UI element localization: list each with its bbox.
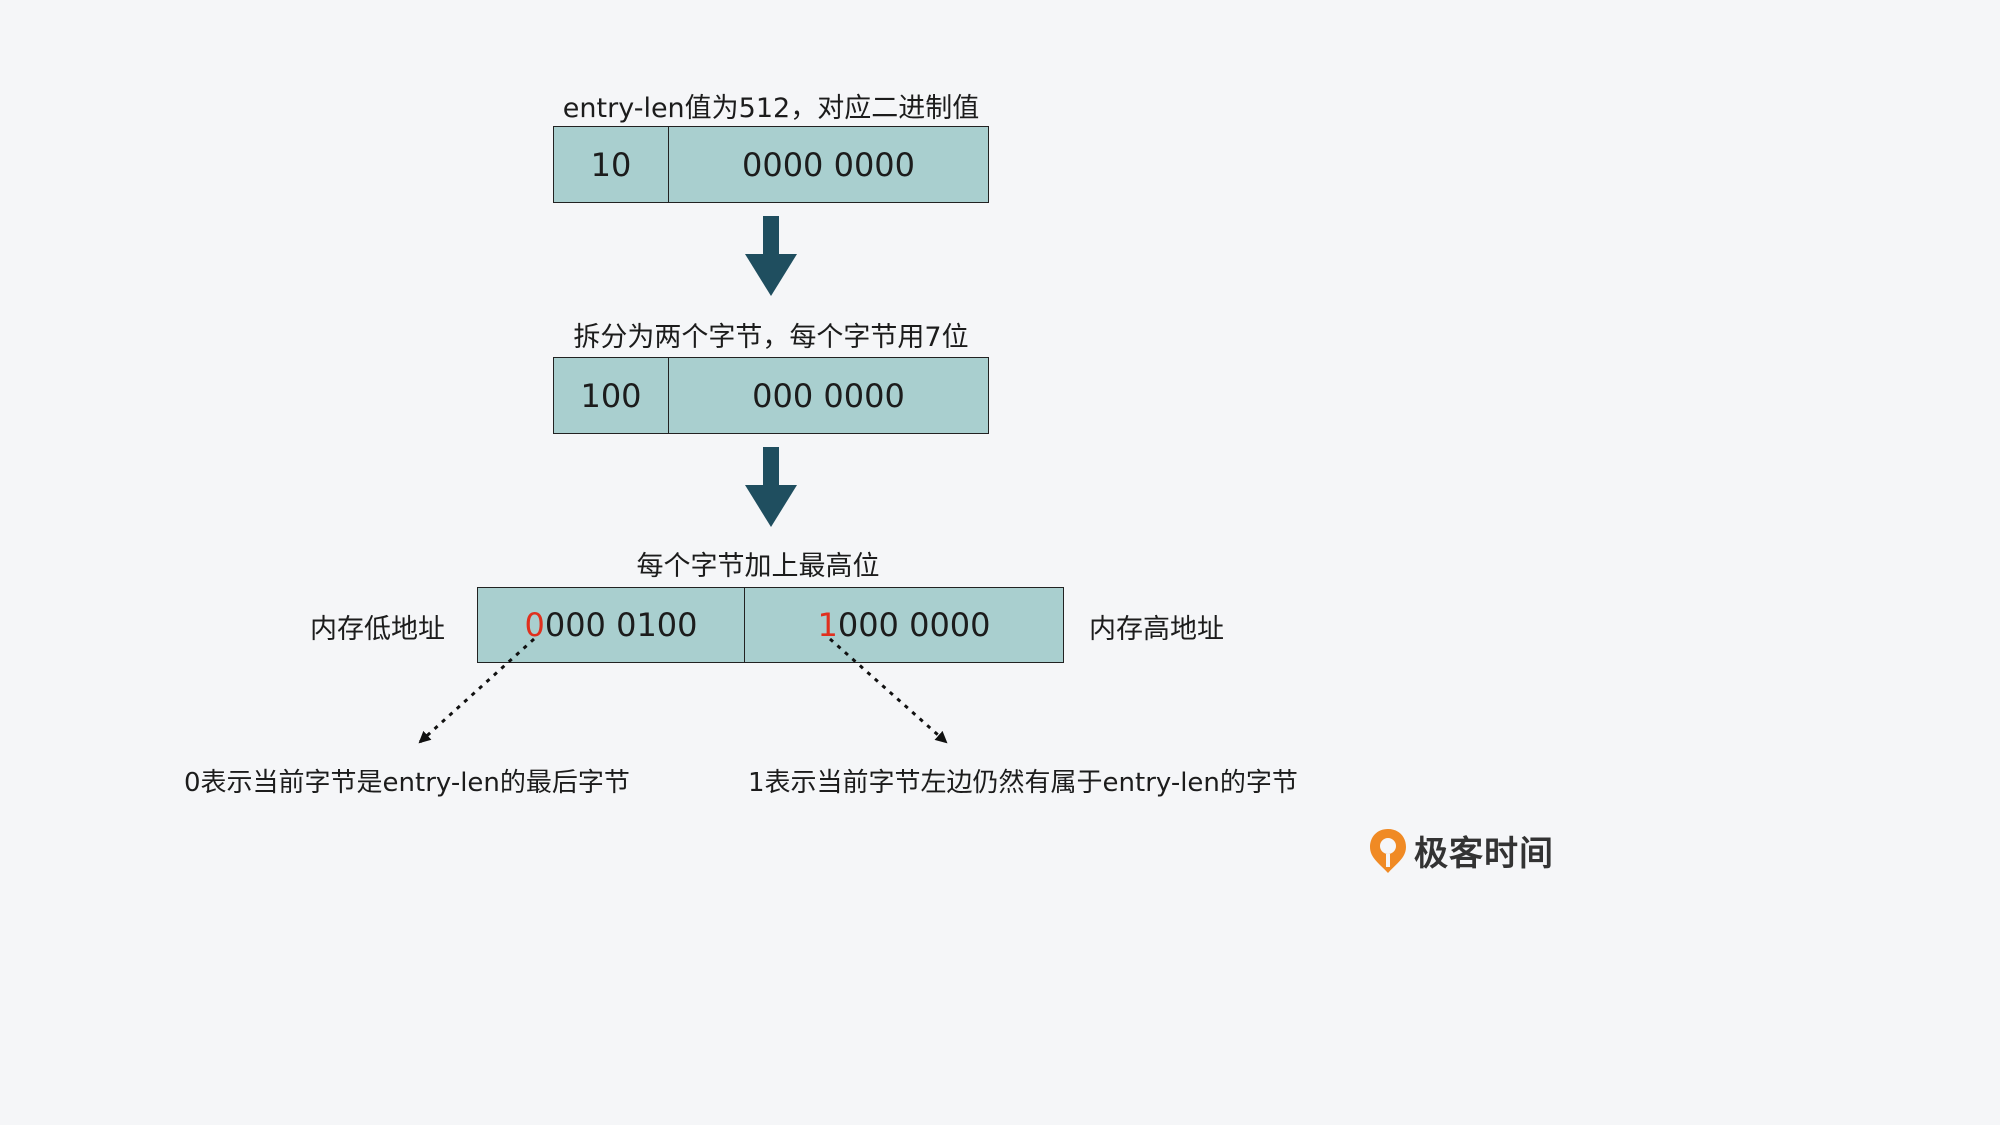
down-arrow-icon <box>745 216 797 296</box>
byte2-msb: 1 <box>817 606 838 644</box>
down-arrow-icon <box>745 447 797 527</box>
byte1-rest: 000 0100 <box>544 606 698 644</box>
right-note: 1表示当前字节左边仍然有属于entry-len的字节 <box>748 768 1298 798</box>
geektime-logo-text: 极客时间 <box>1414 834 1554 874</box>
step1-caption: entry-len值为512，对应二进制值 <box>562 93 980 124</box>
geektime-logo-icon <box>1368 827 1408 875</box>
step1-low-bits: 0000 0000 <box>668 127 988 202</box>
geektime-logo: 极客时间 <box>1368 826 1554 875</box>
step2-high-bits: 100 <box>580 376 642 415</box>
step2-caption: 拆分为两个字节，每个字节用7位 <box>573 322 969 353</box>
low-address-label: 内存低地址 <box>310 614 445 645</box>
step1-high-bits: 10 <box>590 145 632 184</box>
byte2-rest: 000 0000 <box>837 606 991 644</box>
step2-low-bits: 000 0000 <box>668 358 988 433</box>
byte1-msb: 0 <box>524 606 545 644</box>
left-note: 0表示当前字节是entry-len的最后字节 <box>184 768 630 798</box>
step3-caption: 每个字节加上最高位 <box>636 551 880 582</box>
step2-binary-box: 100 000 0000 <box>553 357 989 434</box>
high-address-label: 内存高地址 <box>1089 614 1224 645</box>
step1-binary-box: 10 0000 0000 <box>553 126 989 203</box>
